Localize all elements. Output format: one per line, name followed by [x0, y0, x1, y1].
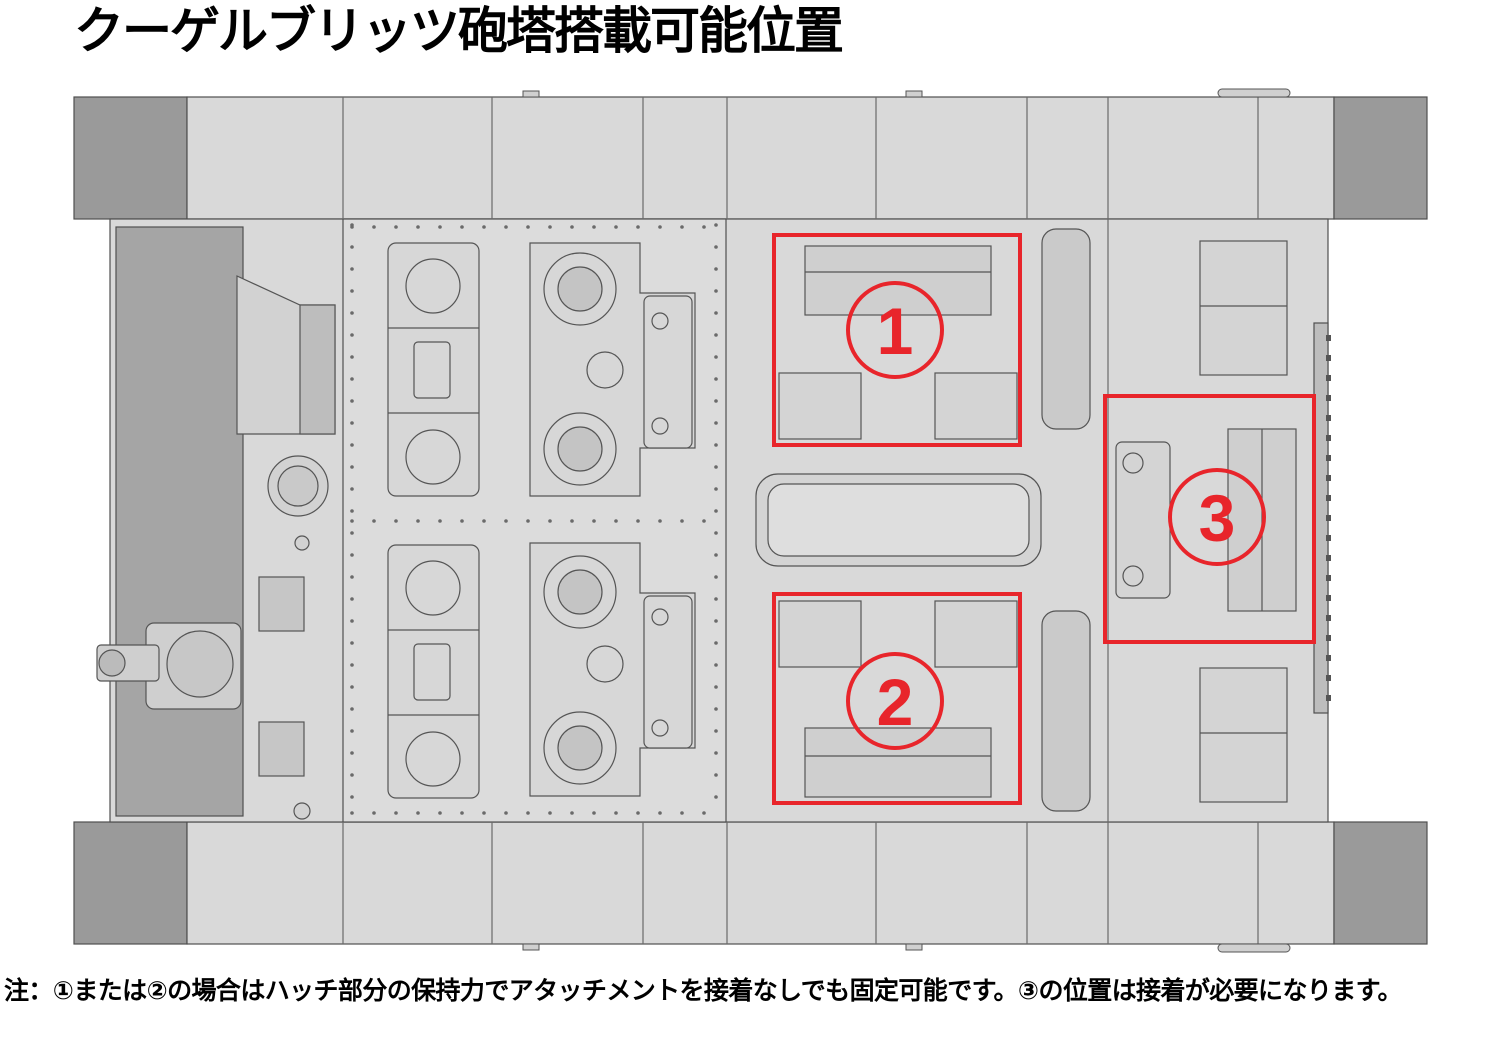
- front-plate: [115, 226, 244, 817]
- spare-tracks-bottom: [1041, 610, 1091, 812]
- track-bottom-left: [73, 821, 188, 945]
- position-1-circle: [846, 281, 944, 379]
- position-2-circle: [846, 652, 944, 750]
- rear-box-bottom: [1199, 667, 1288, 803]
- rear-panel: [1313, 322, 1329, 714]
- position-3-label: 3: [1199, 481, 1236, 555]
- track-top-left: [73, 96, 188, 220]
- page-title: クーゲルブリッツ砲塔搭載可能位置: [74, 2, 844, 60]
- position-1-label: 1: [877, 294, 914, 368]
- position-1-box: [772, 233, 1022, 447]
- rear-box-top: [1199, 240, 1288, 376]
- hatch-1-plate: [804, 245, 992, 316]
- position-3-circle: [1168, 468, 1266, 566]
- spare-tracks-top: [1041, 228, 1091, 430]
- position-2-label: 2: [877, 665, 914, 739]
- fender-bottom: [186, 821, 1335, 945]
- track-top-right: [1333, 96, 1428, 220]
- periscope-2: [258, 721, 305, 777]
- periscope-1: [258, 576, 305, 632]
- position-3-box: [1103, 394, 1316, 644]
- note-text: 注：①または②の場合はハッチ部分の保持力でアタッチメントを接着なしでも固定可能で…: [4, 976, 1403, 1005]
- fender-top: [186, 96, 1335, 220]
- track-bottom-right: [1333, 821, 1428, 945]
- hatch-2-plate: [804, 727, 992, 798]
- position-2-box: [772, 592, 1022, 805]
